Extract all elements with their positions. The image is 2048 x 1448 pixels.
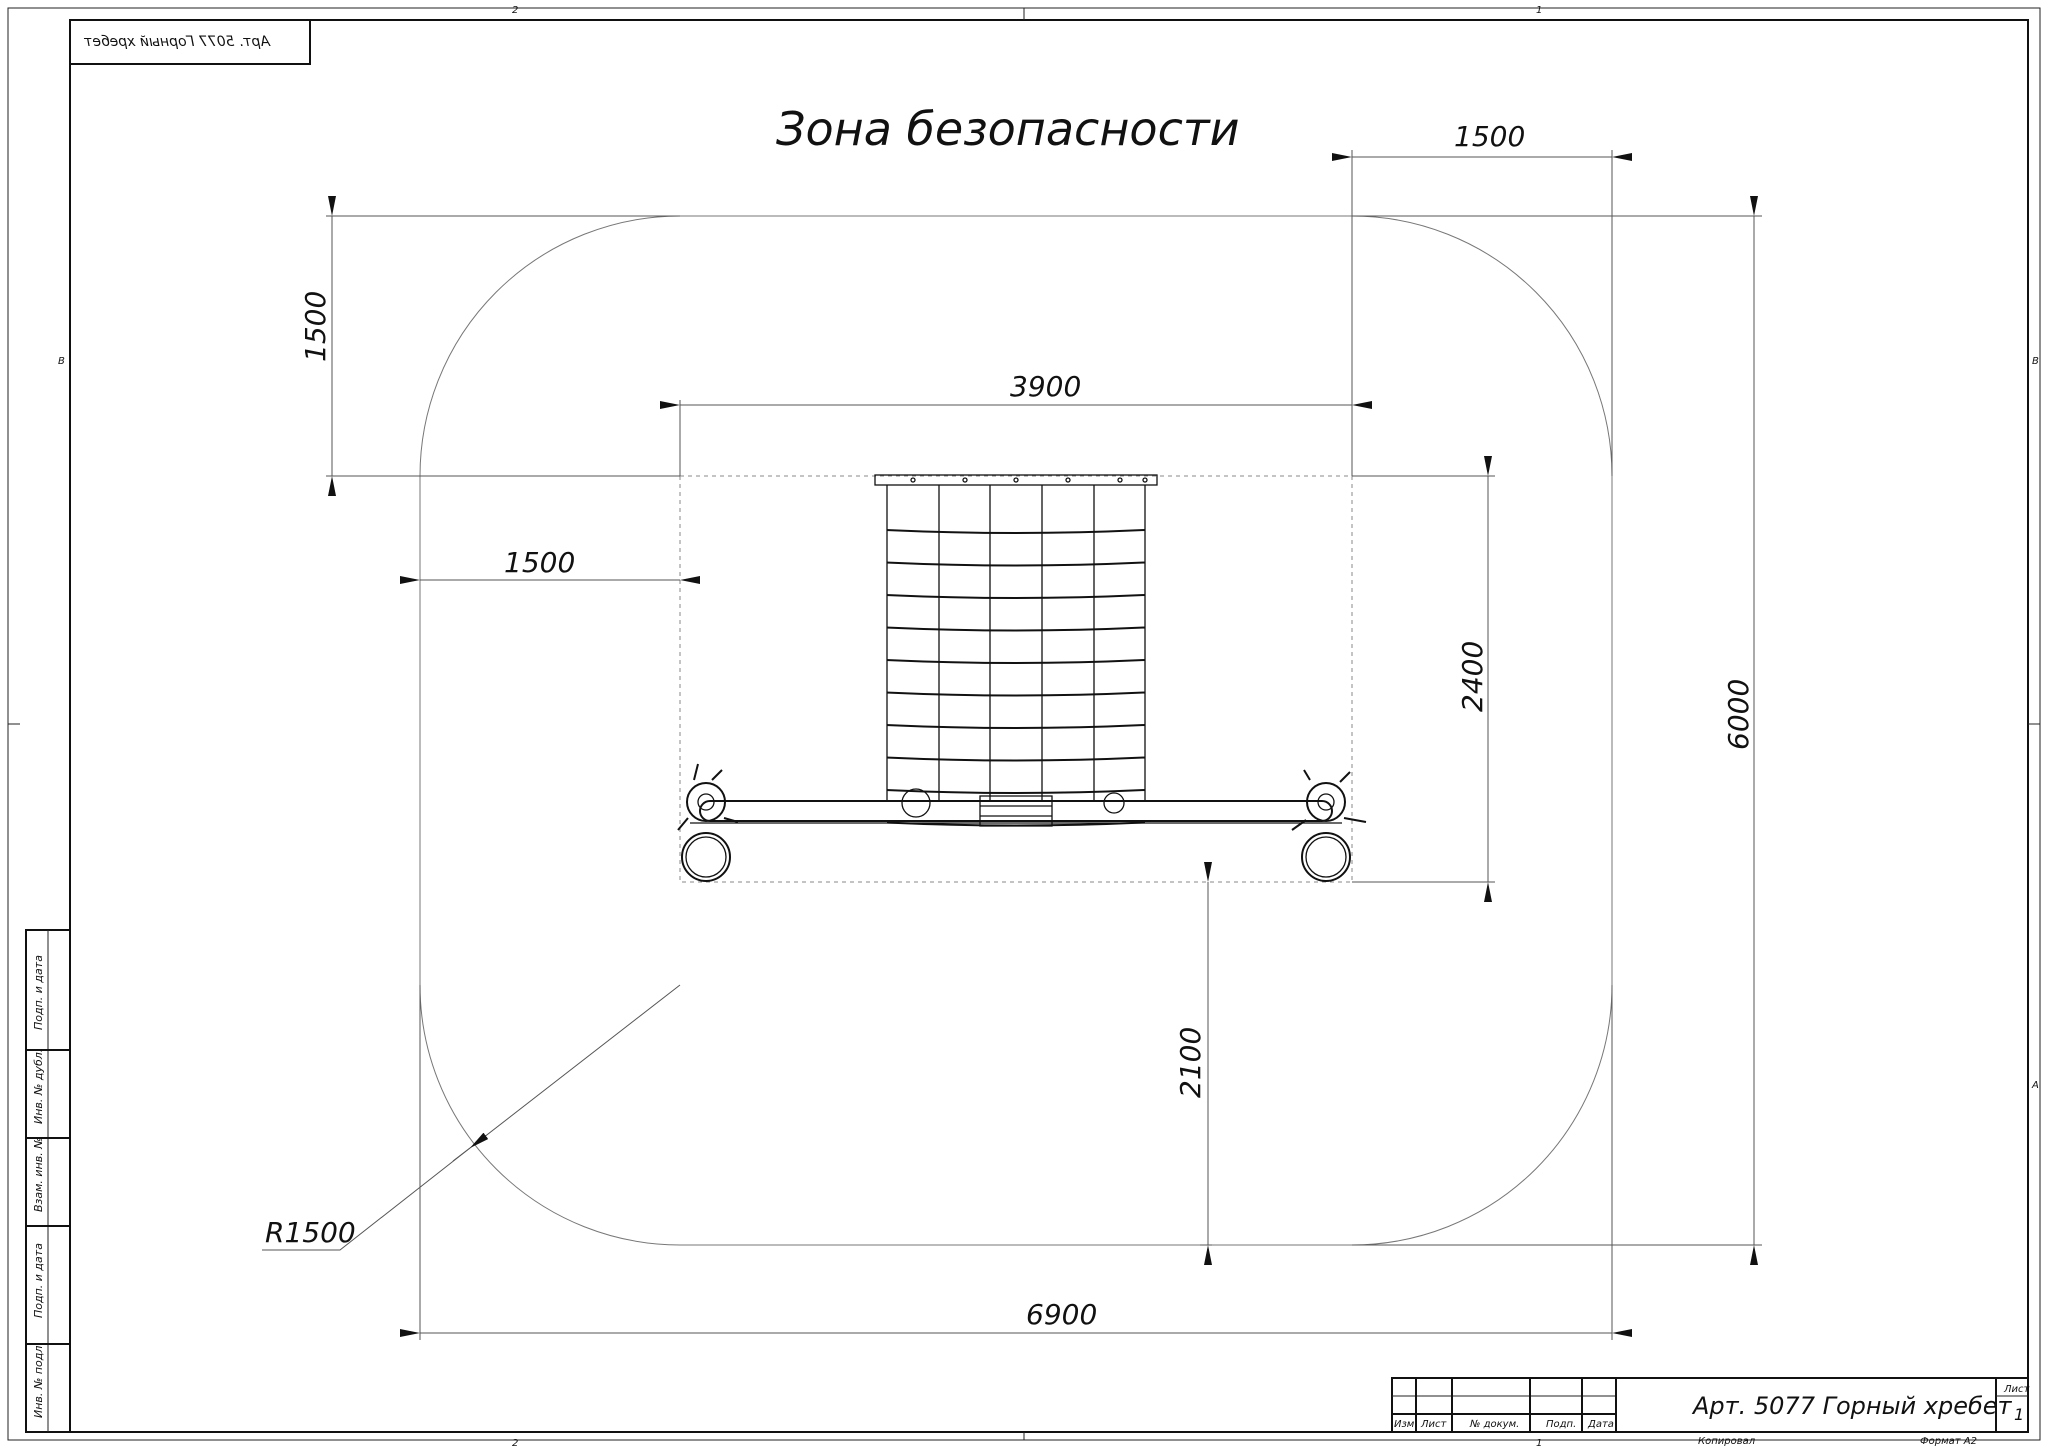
title-block [1391,1377,2029,1433]
title-block-title: Арт. 5077 Горный хребет [1691,1392,2013,1420]
equipment-footprint [679,475,1353,883]
net-anchor-bolt [1117,477,1123,483]
zone-marker-bottom-2: 2 [512,1438,518,1448]
net-horizontal-rope [886,659,1146,664]
side-stamp-label-replace-inv: Взам. инв. № [32,1137,45,1212]
sheet-border [7,7,2041,1441]
dim-equipment-width: 3900 [1010,370,1081,403]
dim-total-width: 6900 [1026,1298,1097,1331]
title-block-col-sign: Подп. [1546,1419,1576,1430]
side-stamp-label-sign-date-2: Подп. и дата [32,1243,45,1318]
dim-equipment-depth: 2400 [1456,641,1489,712]
net-horizontal-rope [886,789,1146,794]
title-block-copied-label: Копировал [1698,1436,1756,1447]
dimension-lines [262,153,1758,1337]
net-anchor-bolt [962,477,968,483]
side-stamp-label-sign-date-1: Подп. и дата [32,955,45,1030]
net-anchor-bolt [910,477,916,483]
title-block-col-doc: № докум. [1469,1419,1519,1430]
side-stamp-label-orig-inv: Инв. № подл. [32,1342,45,1418]
dim-top-left-height: 1500 [299,291,332,362]
net-horizontal-rope [886,626,1146,632]
net-horizontal-rope [886,691,1146,697]
zone-marker-right-a: A [2031,1080,2039,1091]
title-block-sheet-number: 1 [2014,1405,2024,1424]
zone-marker-right-b: B [2032,356,2039,367]
zone-marker-top-2: 2 [512,5,518,16]
zone-marker-bottom-1: 1 [1536,1438,1542,1448]
net-vertical-ropes [886,477,1148,801]
net-anchor-bolt [1013,477,1019,483]
extension-lines [326,150,1762,1340]
zone-marker-top-1: 1 [1536,5,1542,16]
side-stamp-label-dup-inv: Инв. № дубл. [32,1049,45,1124]
net-horizontal-rope [886,594,1146,599]
drawing-title: Зона безопасности [776,102,1240,156]
net-horizontal-rope [886,529,1146,534]
net-horizontal-rope [886,756,1146,762]
net-anchor-bolt [1142,477,1148,483]
title-block-format-label: Формат A2 [1920,1436,1977,1447]
net-anchor-bolt [1065,477,1071,483]
mirrored-stamp-text: Арт. 5077 Горный хребет [83,34,271,50]
dim-corner-radius: R1500 [265,1216,356,1249]
dim-top-right-width: 1500 [1454,120,1525,153]
title-block-col-change: Изм. [1394,1419,1418,1430]
title-block-col-date: Дата [1587,1419,1614,1430]
dim-total-depth: 6000 [1722,679,1755,750]
side-stamp [25,929,71,1433]
mirrored-stamp: Арт. 5077 Горный хребет [69,19,311,65]
dim-front-offset: 2100 [1174,1027,1207,1098]
zone-marker-left-b: B [58,356,65,367]
title-block-sheet-label: Лист [2003,1384,2031,1395]
title-block-col-sheet: Лист [1420,1419,1448,1430]
climbing-net-equipment [677,474,1367,882]
dim-left-offset: 1500 [504,546,575,579]
net-horizontal-rope [886,724,1146,729]
net-horizontal-ropes [886,529,1146,827]
net-horizontal-rope [886,561,1146,567]
